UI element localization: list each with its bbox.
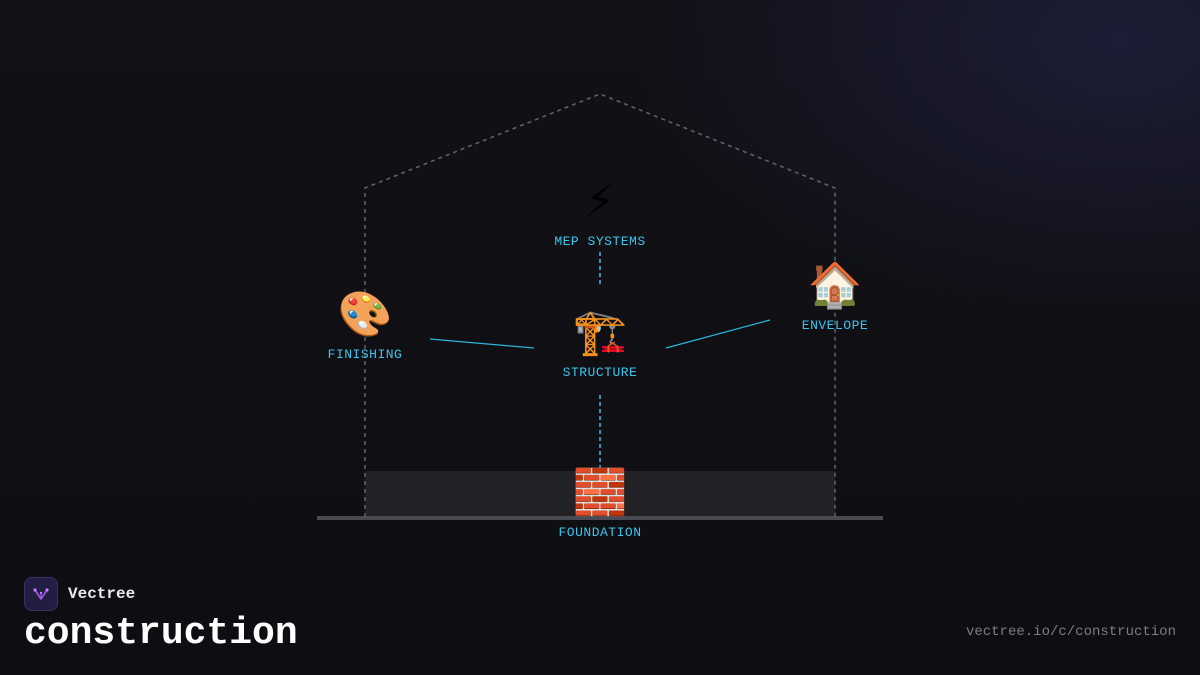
- node-structure: 🏗️ STRUCTURE: [520, 307, 680, 380]
- ground-line: [317, 516, 883, 520]
- brick-icon: 🧱: [572, 467, 628, 518]
- node-label-foundation: FOUNDATION: [558, 525, 642, 540]
- node-mep-systems: ⚡ MEP SYSTEMS: [520, 176, 680, 249]
- node-label-mep-systems: MEP SYSTEMS: [554, 234, 646, 249]
- connector-structure-envelope: [665, 319, 771, 349]
- house-icon: 🏠: [807, 260, 863, 311]
- lightning-icon: ⚡: [584, 176, 616, 227]
- connector-finishing-structure: [429, 338, 535, 349]
- node-envelope: 🏠 ENVELOPE: [755, 260, 915, 333]
- brand[interactable]: Vectree: [24, 577, 135, 611]
- node-foundation: 🧱 FOUNDATION: [520, 467, 680, 540]
- node-label-envelope: ENVELOPE: [801, 318, 869, 333]
- brand-name: Vectree: [68, 585, 136, 603]
- crane-icon: 🏗️: [572, 307, 628, 358]
- foundation-band: [365, 471, 835, 517]
- node-label-finishing: FINISHING: [327, 347, 403, 362]
- vectree-logo-icon: [24, 577, 58, 611]
- page-title: construction: [24, 612, 298, 655]
- page-url-link[interactable]: vectree.io/c/construction: [965, 624, 1176, 640]
- palette-icon: 🎨: [337, 289, 393, 340]
- node-finishing: 🎨 FINISHING: [285, 289, 445, 362]
- house-outline: [364, 93, 836, 517]
- node-label-structure: STRUCTURE: [562, 365, 638, 380]
